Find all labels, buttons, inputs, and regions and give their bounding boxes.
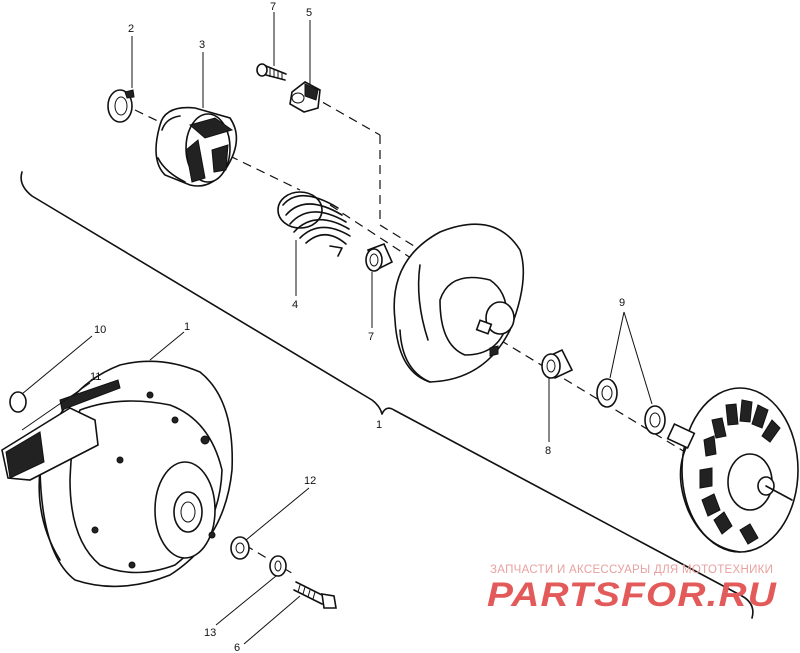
- assembly-bracket: [20, 171, 754, 619]
- fixed-sheave-fan: [666, 387, 799, 553]
- fan-blades: [699, 399, 781, 545]
- spring-part-4: [277, 191, 351, 257]
- callout-13: 13: [204, 627, 216, 639]
- washers-part-8: [596, 378, 666, 435]
- leader-lines: [21, 12, 653, 645]
- bolt-part-6: [256, 63, 287, 81]
- callout-1-clutch: 1: [184, 321, 190, 333]
- callout-7-lower: 8: [545, 445, 551, 457]
- callout-1-assembly: 1: [376, 419, 382, 431]
- watermark-tagline: ЗАПЧАСТИ И АКСЕССУАРЫ ДЛЯ МОТОТЕХНИКИ: [490, 564, 773, 576]
- spider-housing-part-3: [155, 106, 238, 187]
- watermark: ЗАПЧАСТИ И АКСЕССУАРЫ ДЛЯ МОТОТЕХНИКИ PA…: [487, 564, 778, 614]
- callout-12: 12: [304, 475, 316, 487]
- primary-clutch-part-1: [1, 360, 234, 588]
- retaining-ring-part-2: [107, 89, 135, 123]
- callout-4: 4: [292, 299, 298, 311]
- callout-2: 2: [128, 23, 134, 35]
- washer-part-9: [9, 391, 27, 413]
- callout-9: 10: [94, 324, 106, 336]
- callout-8: 9: [619, 297, 625, 309]
- washer-part-12: [230, 536, 250, 560]
- callout-10: 11: [90, 371, 101, 383]
- bushing-part-7-upper: [365, 242, 394, 272]
- callout-5: 5: [306, 7, 312, 19]
- callout-numbers: 2 3 7 5 4 7 9 8 10 11 1 1 12 13 6: [90, 1, 625, 653]
- callout-11: 6: [234, 642, 240, 653]
- movable-sheave: [393, 223, 525, 383]
- roller-part-5: [289, 81, 321, 113]
- bushing-part-7-lower: [541, 348, 574, 380]
- callout-3: 3: [199, 39, 205, 51]
- callout-6: 7: [270, 1, 276, 13]
- watermark-brand: PARTSFOR.RU: [487, 576, 778, 614]
- callout-7-upper: 7: [368, 331, 374, 343]
- bolt-part-11: [293, 581, 337, 609]
- lock-washer-part-13: [269, 555, 287, 577]
